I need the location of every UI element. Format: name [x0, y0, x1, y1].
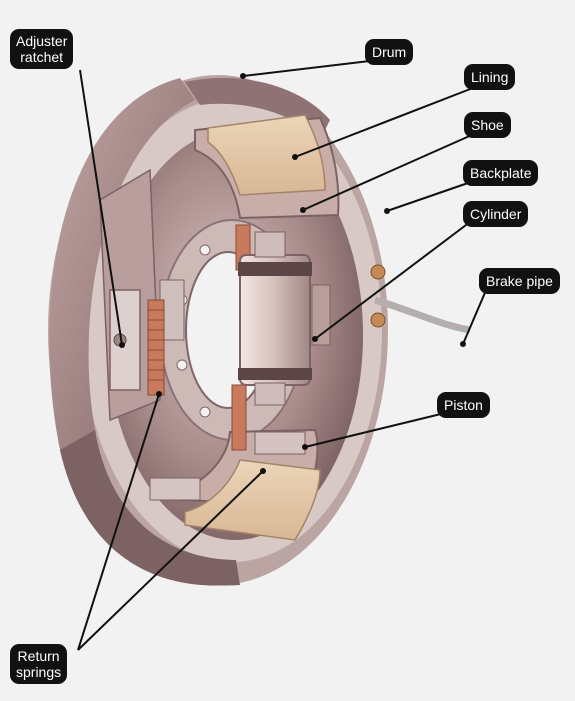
label-piston-text: Piston [444, 397, 483, 413]
leader-backplate [386, 182, 469, 212]
label-lining: Lining [464, 64, 516, 90]
label-adjuster-ratchet-text: Adjuster ratchet [16, 33, 68, 65]
leader-brake-pipe [462, 287, 488, 345]
label-adjuster-ratchet: Adjuster ratchet [10, 29, 74, 69]
leader-adjuster-ratchet [79, 69, 123, 346]
wheel-cylinder-shape [238, 231, 331, 406]
label-drum-text: Drum [372, 44, 407, 60]
label-brake-pipe: Brake pipe [479, 268, 560, 294]
label-return-springs-text: Return springs [16, 648, 62, 680]
label-brake-pipe-text: Brake pipe [486, 273, 553, 289]
label-shoe-text: Shoe [471, 117, 504, 133]
label-return-springs: Return springs [10, 644, 68, 684]
leader-lining [294, 85, 479, 158]
leader-dots [119, 73, 466, 474]
label-piston: Piston [437, 392, 490, 418]
leader-drum [242, 59, 379, 77]
top-shoe [194, 114, 340, 220]
drum-shape [49, 77, 330, 586]
leader-return-springs-1 [77, 393, 160, 651]
leader-cylinder [314, 221, 471, 340]
label-shoe: Shoe [464, 112, 511, 138]
leader-shoe [302, 133, 475, 211]
label-backplate-text: Backplate [470, 165, 532, 181]
label-cylinder-text: Cylinder [470, 206, 522, 222]
label-cylinder: Cylinder [463, 201, 529, 227]
leader-return-springs-2 [77, 470, 264, 651]
piston-shape [254, 431, 306, 455]
label-drum: Drum [365, 39, 414, 65]
brake-pipe-shape [370, 264, 471, 334]
label-backplate: Backplate [463, 160, 539, 186]
leader-piston [304, 412, 446, 448]
label-lining-text: Lining [471, 69, 509, 85]
leader-lines [77, 59, 488, 651]
